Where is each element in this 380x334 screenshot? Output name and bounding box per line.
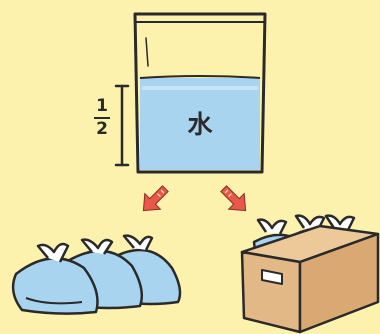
fraction-denominator: 2 xyxy=(90,121,114,138)
height-bracket xyxy=(116,86,128,165)
water-glass xyxy=(135,14,265,172)
arrow-down-left-icon xyxy=(136,181,173,218)
fraction-one-half: 1 2 xyxy=(90,98,114,138)
glass-shine xyxy=(146,38,148,66)
water-label: 水 xyxy=(180,112,220,137)
water-highlight xyxy=(142,86,258,90)
fraction-numerator: 1 xyxy=(90,98,114,115)
water-bag-group xyxy=(13,236,180,314)
storage-box xyxy=(242,216,378,332)
arrow-down-right-icon xyxy=(216,181,253,218)
box-front xyxy=(242,252,300,332)
water-surface-line xyxy=(140,76,260,78)
